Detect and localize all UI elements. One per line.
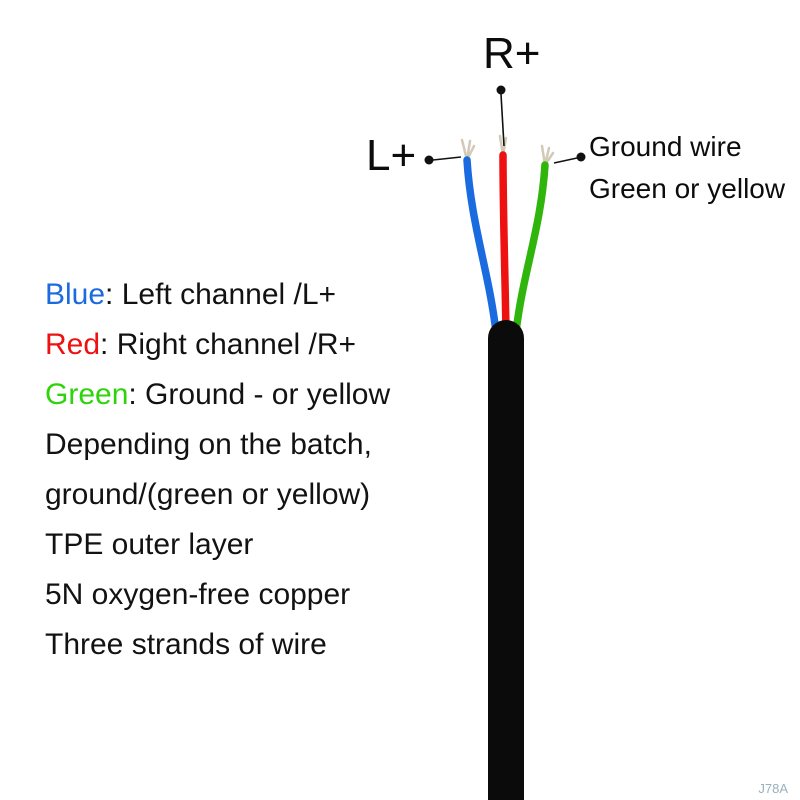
legend-line-red: Red: Right channel /R+ (45, 320, 390, 370)
legend-line-copper-text: 5N oxygen-free copper (45, 578, 351, 611)
legend-line-blue-key: Blue (45, 278, 106, 311)
r-plus-pointer-dot (496, 85, 506, 95)
green-wire (512, 161, 549, 336)
ground-wire-pointer (553, 152, 586, 164)
legend-line-copper: 5N oxygen-free copper (45, 570, 390, 620)
legend-line-ground-note-text: ground/(green or yellow) (45, 478, 371, 511)
legend-line-green-text: : Ground - or yellow (128, 378, 391, 411)
legend-line-blue-text: : Left channel /L+ (105, 278, 337, 311)
ground-wire-pointer-dot (576, 152, 586, 162)
red-wire (499, 151, 510, 336)
r-plus-pointer (496, 85, 506, 147)
cable-body (488, 320, 524, 800)
legend-line-batch: Depending on the batch, (45, 420, 390, 470)
legend-line-tpe-text: TPE outer layer (45, 528, 254, 561)
legend-line-red-key: Red (45, 328, 101, 361)
legend-line-red-text: : Right channel /R+ (100, 328, 357, 361)
ground-wire-pointer-line (553, 157, 578, 164)
legend-line-ground-note: ground/(green or yellow) (45, 470, 390, 520)
legend-line-tpe: TPE outer layer (45, 520, 390, 570)
legend-line-green: Green: Ground - or yellow (45, 370, 390, 420)
label-l-plus: L+ (366, 131, 417, 180)
l-plus-pointer-dot (424, 155, 434, 165)
watermark: J78A (758, 781, 788, 796)
label-ground-wire-line2: Green or yellow (589, 173, 786, 204)
r-plus-pointer-line (500, 93, 505, 147)
l-plus-pointer (424, 155, 462, 165)
blue-wire (463, 156, 500, 336)
label-ground-wire-line1: Ground wire (589, 131, 742, 162)
legend-line-strands-text: Three strands of wire (45, 628, 327, 661)
legend-line-batch-text: Depending on the batch, (45, 428, 372, 461)
label-r-plus: R+ (483, 29, 541, 78)
legend-line-blue: Blue: Left channel /L+ (45, 270, 390, 320)
legend-line-green-key: Green (45, 378, 129, 411)
legend-text-block: Blue: Left channel /L+ Red: Right channe… (45, 270, 390, 670)
label-ground-wire: Ground wire Green or yellow (589, 126, 785, 210)
l-plus-pointer-line (432, 156, 462, 161)
legend-line-strands: Three strands of wire (45, 620, 390, 670)
